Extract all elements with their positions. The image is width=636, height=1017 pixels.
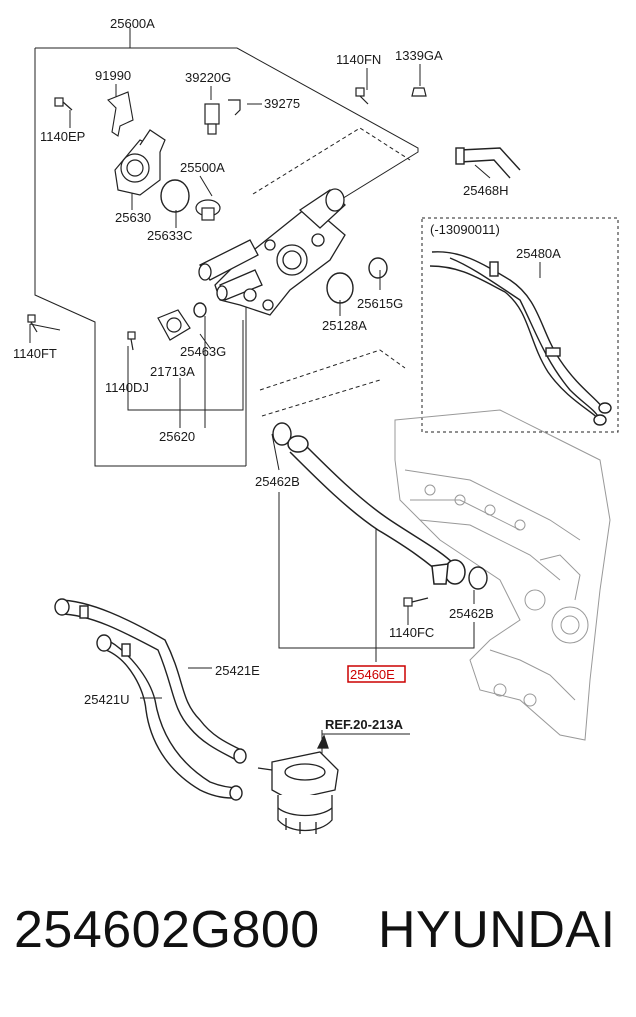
label-1140FC: 1140FC	[389, 625, 434, 640]
ref-arrow	[316, 734, 329, 749]
label-1140FN: 1140FN	[336, 52, 381, 67]
label-39220G: 39220G	[185, 70, 231, 85]
water-inlet-fitting	[114, 129, 166, 196]
label-25462B-right: 25462B	[449, 606, 494, 621]
brand-name: HYUNDAI	[378, 901, 616, 959]
label-25468H: 25468H	[463, 183, 509, 198]
label-1140DJ: 1140DJ	[105, 380, 149, 395]
label-25480A: 25480A	[516, 246, 561, 261]
highlight-box	[347, 665, 406, 683]
pipe-25460E	[287, 435, 466, 585]
label-25615G: 25615G	[357, 296, 403, 311]
thermostat-housing	[198, 188, 346, 316]
assembly-frame	[35, 47, 419, 259]
label-1339GA: 1339GA	[395, 48, 443, 63]
label-25128A: 25128A	[322, 318, 367, 333]
hose-25468H	[455, 147, 521, 179]
temp-sensor	[204, 99, 241, 135]
pipes-25421	[54, 598, 247, 801]
label-25421E: 25421E	[215, 663, 260, 678]
engine-block	[394, 409, 611, 741]
option-box	[421, 217, 619, 433]
parts-diagram: 25600A 91990 39220G 39275 1140FN 1339GA …	[13, 16, 619, 834]
label-25500A: 25500A	[180, 160, 225, 175]
label-25630: 25630	[115, 210, 151, 225]
label-25462B-left: 25462B	[255, 474, 300, 489]
label-25463G: 25463G	[180, 344, 226, 359]
part-number: 254602G800	[14, 901, 320, 959]
outlet-fitting	[157, 309, 191, 341]
pipe-25480A	[429, 251, 612, 426]
label-25620: 25620	[159, 429, 195, 444]
seals	[160, 179, 488, 590]
label-25421U: 25421U	[84, 692, 130, 707]
label-25633C: 25633C	[147, 228, 193, 243]
oil-cooler	[257, 734, 339, 834]
label-ref: REF.20-213A	[325, 717, 404, 732]
bracket	[107, 91, 134, 137]
label-21713A: 21713A	[150, 364, 195, 379]
thermostat	[195, 199, 221, 221]
label-91990: 91990	[95, 68, 131, 83]
bolts	[27, 87, 429, 607]
label-1140FT: 1140FT	[13, 346, 57, 361]
label-13090011: (-13090011)	[430, 222, 500, 237]
label-1140EP: 1140EP	[40, 129, 85, 144]
label-25600A: 25600A	[110, 16, 155, 31]
label-39275: 39275	[264, 96, 300, 111]
label-25460E[interactable]: 25460E	[350, 667, 395, 682]
